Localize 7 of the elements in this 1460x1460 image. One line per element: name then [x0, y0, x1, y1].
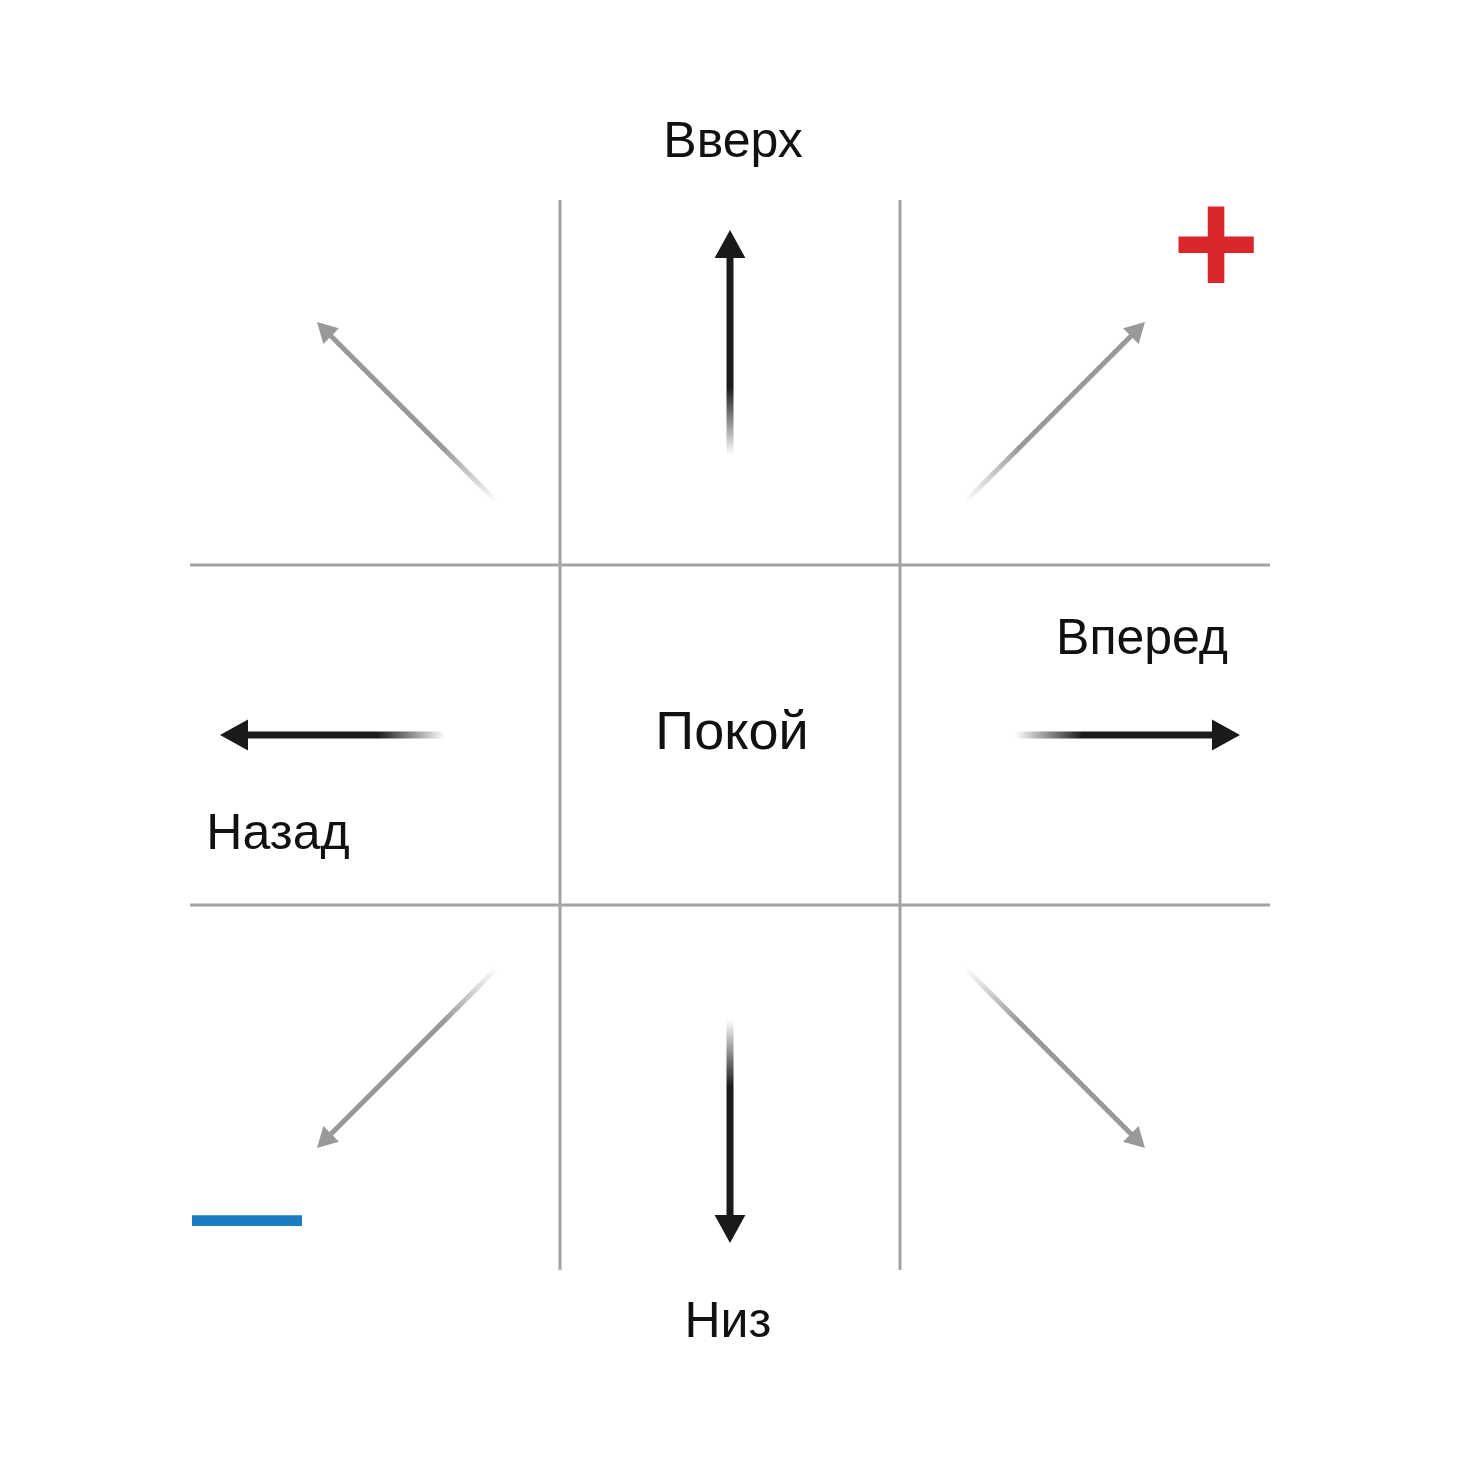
- direction-label: Вперед: [1056, 612, 1228, 662]
- direction-label: Вверх: [663, 115, 803, 165]
- minus-sign: —: [192, 1157, 302, 1267]
- state-label: Покой: [655, 703, 809, 757]
- direction-label: Назад: [206, 807, 350, 857]
- direction-label: Низ: [684, 1295, 772, 1345]
- plus-sign: +: [1172, 168, 1260, 318]
